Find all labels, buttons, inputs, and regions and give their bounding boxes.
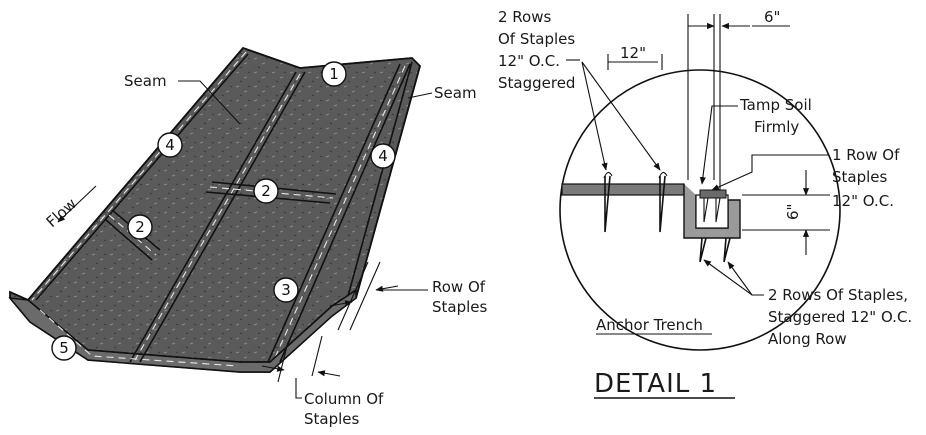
row-of-staples-label-1: Row Of <box>432 278 486 296</box>
blanket-ground-strip <box>561 183 685 196</box>
svg-text:2: 2 <box>135 218 145 236</box>
svg-text:1: 1 <box>329 65 339 83</box>
svg-text:3: 3 <box>281 281 291 299</box>
callout-2-left: 2 <box>127 214 153 240</box>
two-rows-bottom-1: 2 Rows Of Staples, <box>768 286 908 304</box>
flow-label: Flow <box>43 195 80 231</box>
svg-text:4: 4 <box>378 147 388 165</box>
one-row-2: Staples <box>832 168 888 186</box>
staples-trench <box>699 197 731 263</box>
callout-1: 1 <box>321 61 347 87</box>
callout-4-right: 4 <box>370 143 396 169</box>
dim-12: 12" <box>620 44 646 62</box>
two-rows-top-4: Staggered <box>498 74 575 92</box>
one-row-3: 12" O.C. <box>832 192 894 210</box>
anchor-trench-detail: 6" 12" 2 Rows Of Staples 12" O.C. Stagge… <box>498 8 912 399</box>
seam-label-right: Seam <box>434 84 477 102</box>
flow-arrow <box>57 185 97 223</box>
two-rows-top-3: 12" O.C. <box>498 52 560 70</box>
tamp-soil-1: Tamp Soil <box>739 96 812 114</box>
detail-title: DETAIL 1 <box>594 369 717 399</box>
callout-4-left: 4 <box>157 132 183 158</box>
callout-3: 3 <box>273 277 299 303</box>
column-of-staples-label-1: Column Of <box>304 390 384 408</box>
dim-6-side: 6" <box>784 204 802 220</box>
staples-top <box>603 171 668 233</box>
svg-text:5: 5 <box>59 339 69 357</box>
one-row-1: 1 Row Of <box>832 146 900 164</box>
svg-text:4: 4 <box>165 136 175 154</box>
two-rows-top-1: 2 Rows <box>498 8 552 26</box>
callout-2-middle: 2 <box>253 178 279 204</box>
two-rows-bottom-2: Staggered 12" O.C. <box>768 308 912 326</box>
anchor-trench-caption: Anchor Trench <box>596 316 703 334</box>
tamp-soil-2: Firmly <box>754 118 799 136</box>
callout-5: 5 <box>51 335 77 361</box>
row-of-staples-label-2: Staples <box>432 298 488 316</box>
column-of-staples-label-2: Staples <box>304 410 360 428</box>
detail-circle <box>559 69 841 351</box>
channel-blanket-plan: 1 4 4 2 2 3 5 Seam Seam <box>8 46 488 428</box>
dim-6-top: 6" <box>764 8 780 26</box>
two-rows-bottom-3: Along Row <box>768 330 847 348</box>
two-rows-top-2: Of Staples <box>498 30 575 48</box>
seam-label-left: Seam <box>124 72 167 90</box>
svg-text:2: 2 <box>261 182 271 200</box>
